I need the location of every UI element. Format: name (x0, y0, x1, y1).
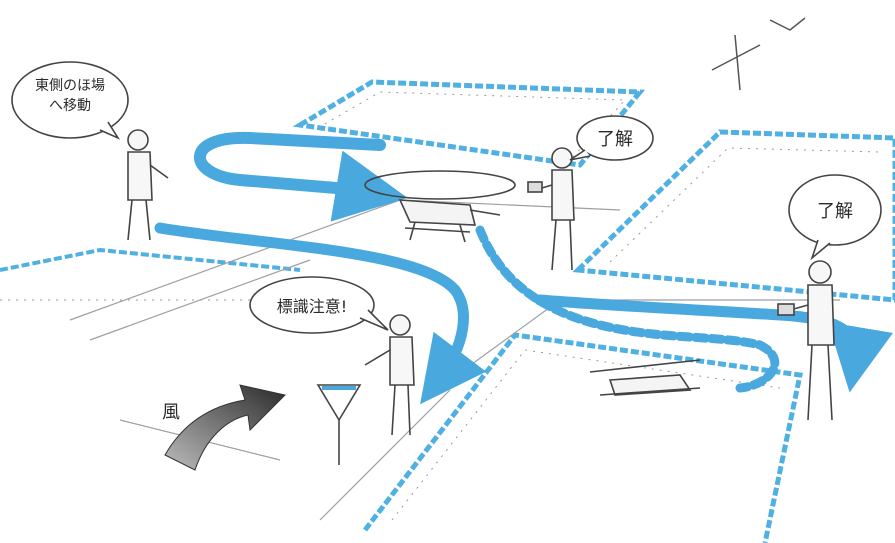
operator-right-figure (777, 260, 835, 421)
sign-icon (316, 384, 362, 465)
wind-label: 風 (162, 402, 180, 423)
spotter-figure (364, 314, 415, 436)
north-arrow-icon (711, 17, 806, 91)
ack-center-text: 了解 (597, 129, 633, 150)
instructor-figure (127, 129, 169, 241)
operator-center-figure (527, 147, 575, 271)
field-bottom-right (363, 332, 803, 543)
speech-bubble-ack-center (569, 115, 654, 161)
wind-arrow-icon (164, 384, 286, 471)
flight-route (154, 131, 893, 405)
caution-text: 標識注意! (277, 297, 347, 316)
field-top-center (292, 79, 646, 168)
field-top-right (572, 129, 895, 303)
field-left (0, 247, 301, 301)
speech-bubble-ack-right (788, 174, 882, 261)
ack-right-text: 了解 (817, 201, 853, 222)
speech-bubble-instructor (11, 61, 129, 140)
helicopter-icon (364, 170, 516, 243)
helicopter-landed-icon (589, 359, 701, 396)
instructor-speech-line1: 東側のほ場へ移動 (35, 78, 105, 114)
speech-bubble-caution (249, 276, 389, 334)
